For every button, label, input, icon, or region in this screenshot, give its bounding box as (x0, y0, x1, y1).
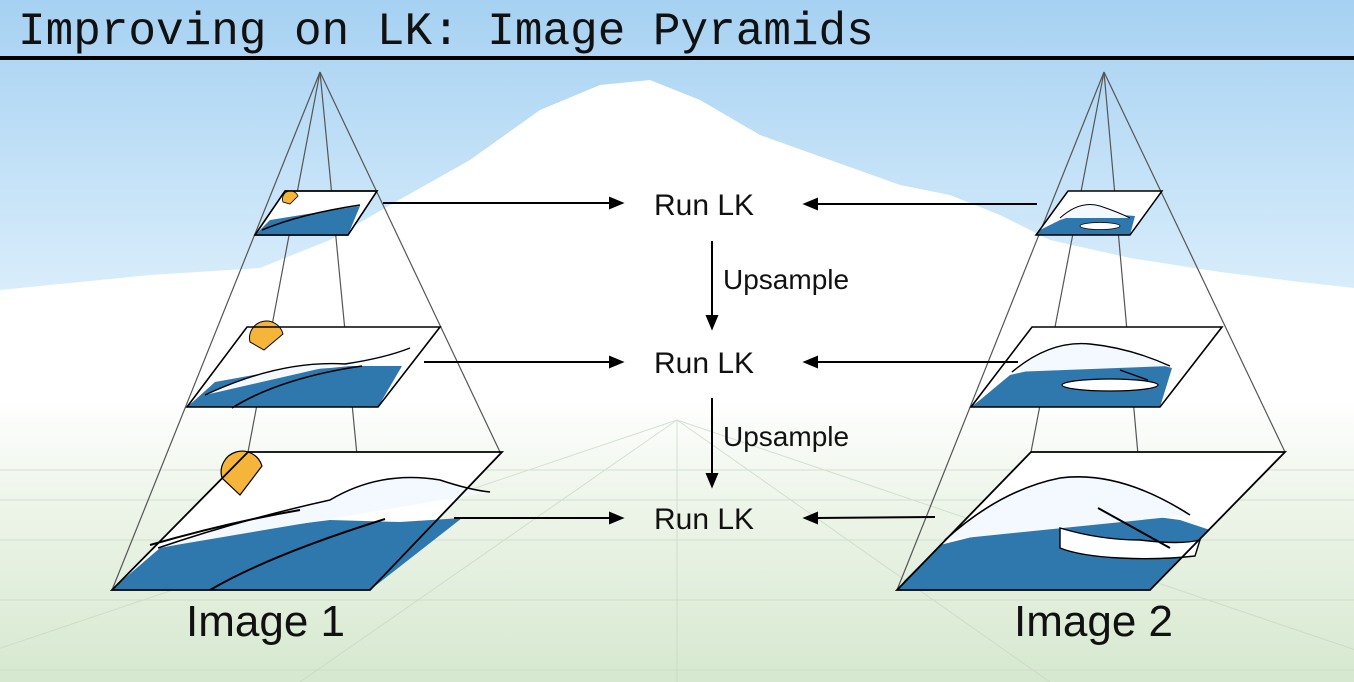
upsample-label-1: Upsample (723, 264, 850, 295)
image-2-caption: Image 2 (1014, 597, 1173, 646)
pyramid-2-level-2 (969, 326, 1224, 408)
run-lk-label-2: Run LK (654, 347, 755, 380)
slide-title: Improving on LK: Image Pyramids (18, 6, 874, 58)
pyramid-2-level-3 (894, 451, 1288, 591)
flow-arrows (383, 196, 1037, 525)
pyramid-1-level-3 (109, 450, 505, 591)
run-lk-label-1: Run LK (654, 189, 755, 222)
pyramid-image-2 (894, 71, 1288, 591)
pyramid-image-1 (109, 71, 505, 591)
run-lk-label-3: Run LK (654, 503, 755, 536)
arrow-right-to-run-3 (814, 516, 936, 519)
pyramid-1-level-2 (185, 320, 442, 409)
image-1-caption: Image 1 (186, 597, 345, 646)
title-underline (0, 56, 1354, 60)
upsample-label-2: Upsample (723, 421, 850, 452)
pyramid-1-level-1 (253, 190, 379, 236)
pyramid-2-level-1 (1034, 190, 1164, 236)
